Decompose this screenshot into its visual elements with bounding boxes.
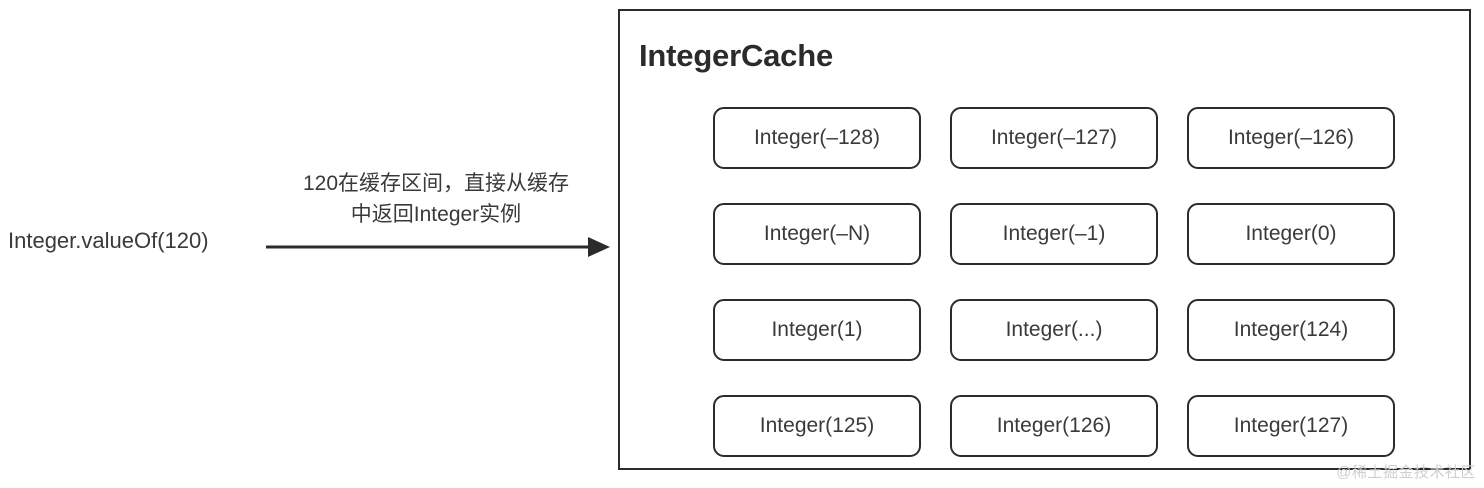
cache-entry[interactable]: Integer(0) [1187,203,1395,265]
right-arrow-icon [266,237,610,257]
cache-entry[interactable]: Integer(127) [1187,395,1395,457]
source-call-label: Integer.valueOf(120) [8,228,209,253]
cache-entry[interactable]: Integer(1) [713,299,921,361]
arrow-annotation-line-2: 中返回Integer实例 [350,203,522,226]
cache-entry[interactable]: Integer(124) [1187,299,1395,361]
cache-entry[interactable]: Integer(–127) [950,107,1158,169]
integer-cache-panel: IntegerCache Integer(–128) Integer(–127)… [618,9,1471,470]
cache-entry[interactable]: Integer(–128) [713,107,921,169]
arrow-annotation-line-1: 120在缓存区间，直接从缓存 [302,172,570,195]
cache-entry[interactable]: Integer(–126) [1187,107,1395,169]
cache-entry-grid: Integer(–128) Integer(–127) Integer(–126… [713,107,1395,457]
cache-entry[interactable]: Integer(126) [950,395,1158,457]
cache-entry[interactable]: Integer(125) [713,395,921,457]
cache-entry[interactable]: Integer(...) [950,299,1158,361]
cache-entry[interactable]: Integer(–N) [713,203,921,265]
watermark: @稀土掘金技术社区 [1336,464,1476,481]
cache-entry[interactable]: Integer(–1) [950,203,1158,265]
arrow-annotation: 120在缓存区间，直接从缓存 中返回Integer实例 [262,168,610,230]
panel-title: IntegerCache [639,38,833,73]
